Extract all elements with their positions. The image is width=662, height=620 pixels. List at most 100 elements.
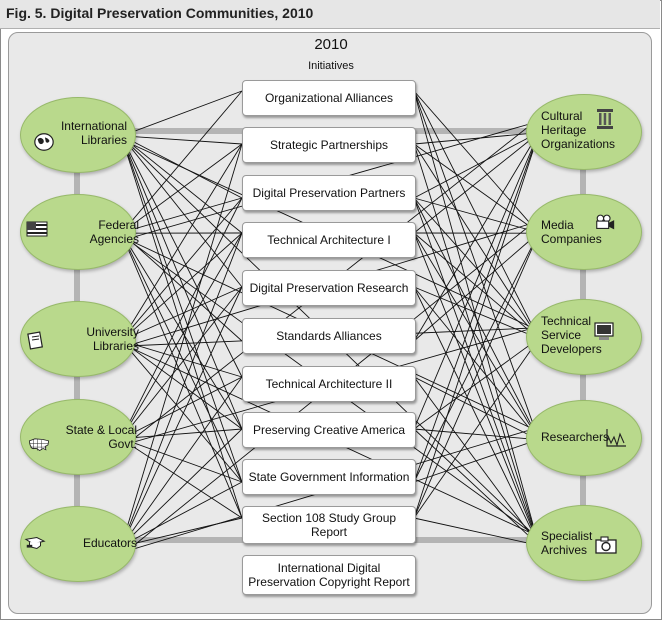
community-label-line: Govt. — [108, 437, 137, 451]
initiative-label-line: Section 108 Study Group — [261, 511, 397, 525]
connection-line — [126, 197, 243, 232]
community-label-line: Organizations — [541, 137, 616, 151]
connection-line — [126, 481, 243, 544]
connection-line — [413, 197, 534, 232]
initiative-label-line: Digital Preservation Partners — [252, 186, 406, 200]
community-label: Educators — [83, 536, 137, 550]
initiative-label-line: Strategic Partnerships — [269, 138, 389, 152]
community-federal-agencies — [20, 194, 136, 270]
connection-line — [126, 90, 243, 135]
connection-line — [126, 439, 243, 483]
initiative-digital-preservation-research: Digital Preservation Research — [242, 270, 416, 306]
community-label-line: Cultural — [541, 109, 583, 123]
connection-line — [413, 286, 534, 337]
initiative-organizational-alliances: Organizational Alliances — [242, 80, 416, 116]
connection-line — [413, 286, 534, 534]
connection-line — [126, 428, 243, 439]
community-specialist-archives — [526, 505, 642, 581]
initiative-label: Technical Architecture II — [266, 377, 393, 391]
initiative-label-line: Digital Preservation Research — [249, 281, 409, 295]
year-label: 2010 — [314, 36, 348, 53]
connection-line — [413, 141, 534, 342]
connection-line — [126, 376, 243, 437]
community-label-line: Libraries — [80, 133, 127, 147]
initiative-label-line: State Government Information — [248, 470, 410, 484]
us-map-icon — [28, 434, 50, 456]
connection-line — [126, 232, 243, 337]
chart-icon — [605, 427, 627, 449]
community-technical-service-developers — [526, 299, 642, 375]
connection-line — [126, 197, 243, 428]
initiative-label-line: Standards Alliances — [276, 329, 382, 343]
connection-line — [126, 244, 243, 483]
initiative-label: Digital Preservation Research — [250, 281, 409, 295]
connection-line — [126, 143, 243, 528]
connection-line — [413, 90, 534, 328]
columns-icon — [594, 108, 616, 130]
community-label-line: Service — [541, 328, 582, 342]
community-label-line: Archives — [541, 543, 588, 557]
connection-line — [413, 90, 534, 525]
connection-line — [126, 151, 243, 483]
connection-line — [413, 232, 534, 431]
community-label-line: University — [86, 325, 139, 339]
connection-line — [126, 232, 243, 533]
initiative-technical-architecture-ii: Technical Architecture II — [242, 366, 416, 402]
connection-line — [413, 135, 534, 199]
figure-title: Fig. 5. Digital Preservation Communities… — [6, 5, 314, 21]
initiative-label: Digital Preservation Partners — [253, 186, 406, 200]
connection-line — [126, 428, 243, 542]
connection-line — [126, 237, 243, 342]
initiative-state-government-information: State Government Information — [242, 459, 416, 495]
initiative-label-line: Organizational Alliances — [264, 91, 394, 105]
community-label-line: Agencies — [89, 232, 139, 246]
community-label-line: Media — [541, 218, 574, 232]
initiative-label: State Government Information — [249, 470, 410, 484]
initiatives-heading: Initiatives — [308, 60, 354, 72]
globe-icon — [33, 131, 55, 153]
initiative-label: Technical Architecture I — [267, 233, 390, 247]
community-label-line: International — [60, 119, 127, 133]
connection-line — [413, 342, 534, 430]
connection-line — [126, 143, 243, 332]
initiative-label-line: International Digital — [277, 561, 381, 575]
community-label-line: Libraries — [92, 339, 139, 353]
connection-line — [126, 135, 243, 145]
initiative-label-line: Technical Architecture II — [265, 377, 393, 391]
us-flag-icon — [26, 218, 48, 240]
connection-line — [413, 286, 534, 433]
community-label-line: Companies — [541, 232, 602, 246]
connection-line — [413, 197, 534, 332]
connection-line — [126, 344, 243, 430]
community-label-line: Heritage — [541, 123, 587, 137]
community-state-and-local-govt — [20, 399, 136, 475]
community-label-line: Developers — [541, 342, 602, 356]
connection-line — [413, 376, 534, 538]
connection-line — [413, 90, 534, 424]
initiative-label: Standards Alliances — [276, 329, 381, 343]
connection-line — [413, 90, 534, 227]
initiative-preserving-creative-america: Preserving Creative America — [242, 412, 416, 448]
initiative-label-line: Preserving Creative America — [252, 423, 406, 437]
community-label-line: State & Local — [65, 423, 137, 437]
community-label-line: Specialist — [541, 529, 593, 543]
community-researchers — [526, 400, 642, 476]
connection-line — [413, 137, 534, 234]
connection-line — [413, 440, 534, 483]
initiative-technical-architecture-i: Technical Architecture I — [242, 222, 416, 258]
connection-line — [126, 146, 243, 378]
connection-line — [126, 286, 243, 432]
connection-line — [126, 232, 243, 430]
connection-line — [413, 346, 534, 519]
connection-line — [413, 146, 534, 430]
initiative-strategic-partnerships: Strategic Partnerships — [242, 127, 416, 163]
